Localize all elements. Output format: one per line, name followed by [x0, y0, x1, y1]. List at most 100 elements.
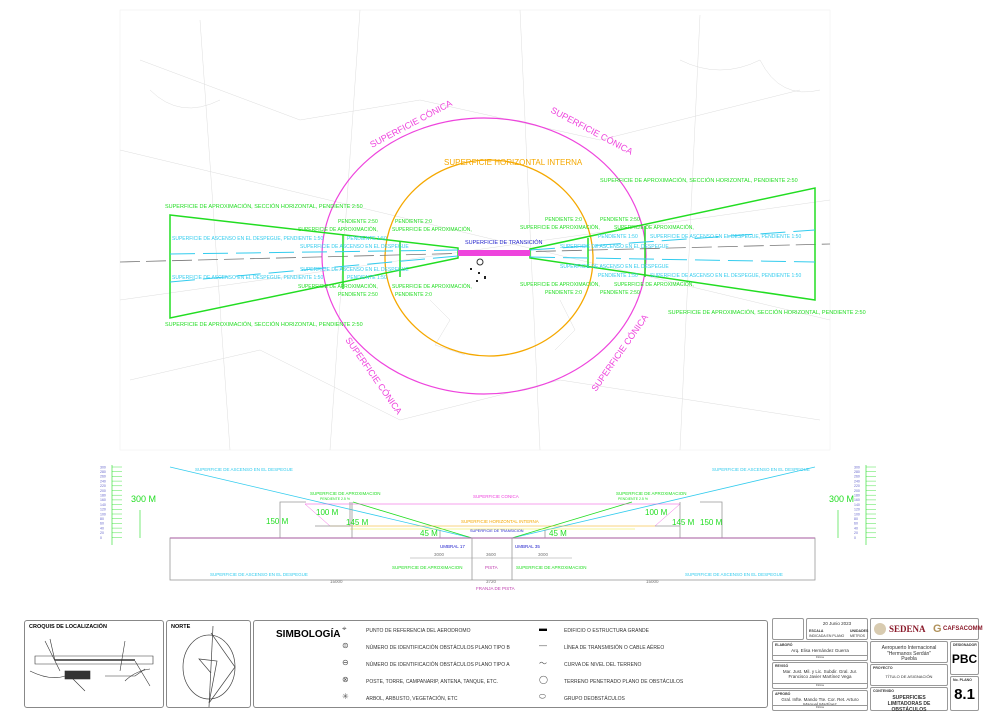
- signature-label: Firma: [773, 654, 867, 660]
- scale-tick-label: 300: [854, 465, 860, 469]
- approach-horizontal-label: SUPERFICIE DE APROXIMACIÓN, SECCIÓN HORI…: [165, 203, 363, 210]
- reviso-label: REVISÓ: [775, 664, 789, 668]
- scale-tick-label: 120: [100, 508, 106, 512]
- approach-label: SUPERFICIE DE APROXIMACIÓN,: [520, 281, 600, 288]
- base-map: [119, 9, 831, 451]
- location-sketch-title: CROQUIS DE LOCALIZACIÓN: [29, 624, 107, 630]
- conical-label: SUPERFICIE CÓNICA: [368, 98, 453, 150]
- crosshair-icon: ⌖: [342, 624, 347, 633]
- slope-label: PENDIENTE 2:50: [600, 290, 640, 296]
- takeoff-label: SUPERFICIE DE ASCENSO EN EL DESPEGUE: [712, 467, 810, 472]
- slope-label: PENDIENTE 2:50: [600, 217, 640, 223]
- logos-cell: SEDENA G CAFSACOMM: [870, 618, 983, 640]
- scale-tick-label: 280: [854, 470, 860, 474]
- takeoff-label: SUPERFICIE DE ASCENSO EN EL DESPEGUE: [300, 244, 409, 250]
- approach-label: SUPERFICIE DE APROXIMACION: [616, 491, 687, 496]
- takeoff-label: SUPERFICIE DE ASCENSO EN EL DESPEGUE: [685, 572, 783, 577]
- proyecto-label: PROYECTO: [873, 666, 893, 670]
- sedena-logo-icon: [874, 623, 886, 635]
- legend-item-label: GRUPO DEOBSTÁCULOS: [564, 696, 625, 702]
- obstacle-surfaces-profile: 3002802602402202001801601401201008060402…: [100, 465, 876, 591]
- approach-label: SUPERFICIE DE APROXIMACIÓN,: [392, 283, 472, 290]
- dimension-label: 3720: [486, 579, 497, 584]
- height-300-label: 300 M: [131, 494, 156, 504]
- approach-slope-label: PENDIENTE 2.5 %: [320, 497, 350, 501]
- scale-tick-label: 20: [854, 531, 858, 535]
- sedena-logo: SEDENA: [889, 624, 926, 634]
- slope-label: PENDIENTE 2:0: [545, 290, 582, 296]
- date: 20 Junio 2023: [822, 621, 852, 626]
- airport-buildings: [470, 258, 486, 282]
- reviso-value: Mar. Just. Mil. y Lic. Subdir. Gral. Jur…: [782, 669, 858, 679]
- legend-item-label: TERRENO PENETRADO PLANO DE OBSTÁCULOS: [564, 679, 684, 685]
- height-45-label: 45 M: [549, 529, 567, 538]
- slope-label: PENDIENTE 1:50: [347, 275, 387, 281]
- contour-icon: 〜: [539, 659, 547, 668]
- slope-label: PENDIENTE 2:0: [395, 292, 432, 298]
- takeoff-climb-right-line: [511, 466, 816, 539]
- height-scale-left: 3002802602402202001801601401201008060402…: [100, 465, 122, 545]
- runway-label: PISTA: [485, 565, 498, 570]
- dimension-label: 15000: [646, 579, 659, 584]
- scale-tick-label: 40: [100, 526, 104, 530]
- scale-tick-label: 140: [854, 503, 860, 507]
- dimension-label: 15000: [330, 579, 343, 584]
- scale-tick-label: 240: [854, 479, 860, 483]
- slope-label: PENDIENTE 1:50: [598, 273, 638, 279]
- approach-horizontal-label: SUPERFICIE DE APROXIMACIÓN, SECCIÓN HORI…: [668, 309, 866, 316]
- conical-surface: [321, 117, 647, 395]
- scale-tick-label: 220: [854, 484, 860, 488]
- approach-label: SUPERFICIE DE APROXIMACIÓN,: [614, 224, 694, 231]
- approach-label: SUPERFICIE DE APROXIMACIÓN,: [298, 226, 378, 233]
- height-150-label: 150 M: [700, 518, 723, 527]
- contenido-value: SUPERFICIES LIMITADORAS DE OBSTÁCULOS: [887, 695, 931, 713]
- scale-tick-label: 100: [854, 512, 860, 516]
- blob-icon: ◯: [539, 675, 548, 684]
- location-sketch-drawing: [29, 638, 154, 692]
- scale-tick-label: 40: [854, 526, 858, 530]
- scale-tick-label: 280: [100, 470, 106, 474]
- transition-label: SUPERFICIE DE TRANSICIÓN: [465, 239, 543, 246]
- height-100-label: 100 M: [645, 508, 668, 517]
- north-arrow-icon: [182, 625, 236, 708]
- takeoff-label: SUPERFICIE DE ASCENSO EN EL DESPEGUE, PE…: [172, 275, 323, 281]
- dimension-label: 3600: [486, 552, 497, 557]
- threshold-35-label: UMBRAL 35: [515, 544, 540, 549]
- dimension-label: 3000: [434, 552, 445, 557]
- approach-label: SUPERFICIE DE APROXIMACION: [392, 565, 463, 570]
- height-scale-right: 3002802602402202001801601401201008060402…: [854, 465, 876, 545]
- units-label: UNIDADES: [850, 629, 869, 633]
- signature-label: Firma: [773, 682, 867, 688]
- threshold-17-label: UMBRAL 17: [440, 544, 465, 549]
- cafsacomm-logo-icon: G: [933, 623, 942, 635]
- legend-item-label: NÚMERO DE IDENTIFICACIÓN OBSTÁCULOS PLAN…: [366, 645, 510, 651]
- takeoff-label: SUPERFICIE DE ASCENSO EN EL DESPEGUE, PE…: [172, 236, 323, 242]
- takeoff-climb-left: [169, 249, 459, 283]
- approach-horizontal-label: SUPERFICIE DE APROXIMACIÓN, SECCIÓN HORI…: [600, 177, 798, 184]
- scale-tick-label: 260: [854, 475, 860, 479]
- slope-label: PENDIENTE 2:50: [338, 219, 378, 225]
- height-100-label: 100 M: [316, 508, 339, 517]
- height-145-label: 145 M: [672, 518, 695, 527]
- legend-item-label: ARBOL, ARBUSTO, VEGETACIÓN, ETC: [366, 696, 458, 702]
- scale-tick-label: 160: [854, 498, 860, 502]
- scale-tick-label: 240: [100, 479, 106, 483]
- takeoff-label: SUPERFICIE DE ASCENSO EN EL DESPEGUE: [195, 467, 293, 472]
- elaboro-label: ELABORÓ: [775, 643, 793, 647]
- scale-label: ESCALA: [809, 629, 824, 633]
- designador-label: DESIGNADOR: [953, 643, 977, 647]
- approach-surface-left: [169, 214, 459, 319]
- height-45-label: 45 M: [420, 529, 438, 538]
- scale-tick-label: 0: [100, 536, 102, 540]
- scale-tick-label: 140: [100, 503, 106, 507]
- airport-cell: Aeropuerto Internacional "Hermanos Serdá…: [870, 641, 948, 663]
- tree-icon: ✳: [342, 692, 349, 701]
- scale-tick-label: 120: [854, 508, 860, 512]
- scale-tick-label: 180: [854, 494, 860, 498]
- circle-a-icon: ⊖: [342, 658, 349, 667]
- inner-horizontal-label: SUPERFICIE HORIZONTAL INTERNA: [461, 519, 539, 524]
